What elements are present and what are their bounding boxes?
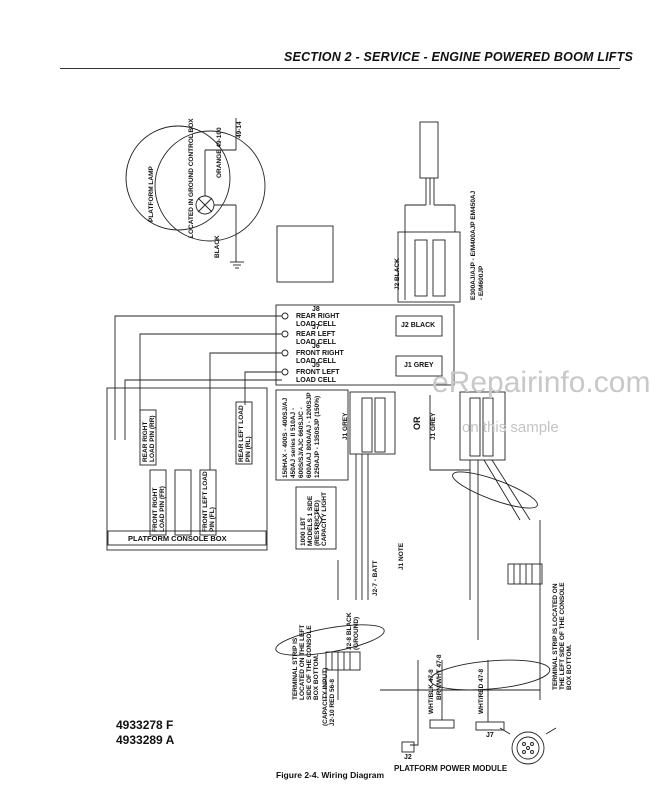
part-number-1: 4933278 F: [116, 718, 174, 732]
j1-grey-a: J1 GREY: [342, 412, 349, 440]
wiring-diagram: [106, 118, 557, 765]
figure-caption: Figure 2-4. Wiring Diagram: [276, 770, 385, 780]
j5-desc: FRONT LEFT LOAD CELL: [296, 369, 340, 384]
front-right-load-pin: FRONT RIGHT LOAD PIN (FR): [152, 486, 166, 532]
brn-wht-label: BRN/WHT 47-8: [436, 654, 443, 700]
orange-wire-label: ORANGE 49-100: [216, 127, 223, 178]
front-left-load-pin: FRONT LEFT LOAD PIN (FL): [202, 471, 216, 532]
model-note-a: 150HAX - 400S - 400SJ/AJ 450AJ series II…: [282, 392, 321, 478]
j2-black-vertical: J2 BLACK: [394, 258, 401, 290]
j6-label: J6: [312, 343, 320, 350]
wht-blk-label: WHT/BLK 47-8: [428, 669, 435, 714]
j8-desc: REAR RIGHT LOAD CELL: [296, 313, 340, 328]
or-label: OR: [412, 416, 422, 431]
j2-plug-label: J2: [404, 754, 412, 761]
j7-desc: REAR LEFT LOAD CELL: [296, 331, 337, 346]
j1-grey-b: J1 GREY: [430, 412, 437, 440]
j7-plug-label: J7: [486, 732, 494, 739]
capacity-light-label: 1000 LBT MODELS 1 SIDE (RESTRICTED) CAPA…: [300, 492, 328, 546]
wht-red-label: WHT/RED 47-8: [478, 668, 485, 714]
rear-left-load-pin: REAR LEFT LOAD PIN (RL): [238, 405, 252, 462]
terminal-strip-right-note: TERMINAL STRIP IS LOCATED ON THE LEFT SI…: [552, 582, 573, 690]
watermark-note: on this sample: [462, 419, 559, 436]
black-wire-label: BLACK: [214, 235, 221, 258]
ground-label: J2-8 BLACK (GROUND): [346, 612, 360, 650]
j7-label: J7: [312, 324, 320, 331]
j1-grey-box-label: J1 GREY: [404, 362, 434, 369]
platform-lamp-label: PLATFORM LAMP: [148, 166, 155, 222]
j8-label: J8: [312, 306, 320, 313]
j2-black-box-label: J2 BLACK: [401, 322, 436, 329]
terminal-strip-left-note: TERMINAL STRIP IS LOCATED ON THE LEFT SI…: [292, 624, 320, 700]
batt-label: J2-7 - BATT: [372, 560, 379, 596]
j6-desc: FRONT RIGHT LOAD CELL: [296, 350, 344, 365]
capacity-input-label: (CAPACITY INPUT) J2-10 RED 56-8: [322, 667, 336, 726]
watermark-site: eRepairinfo.com: [432, 366, 650, 399]
rear-right-load-pin: REAR RIGHT LOAD PIN (RR): [142, 415, 156, 462]
platform-console-box-label: PLATFORM CONSOLE BOX: [128, 534, 227, 543]
model-note-b: E300AJ/AJP - E/M400AJP EM450AJ - E/M600J…: [470, 190, 485, 300]
lamp-location-label: LOCATED IN GROUND CONTROL BOX: [188, 118, 195, 238]
lamp-code-label: 49-14: [236, 121, 243, 138]
j5-label: J5: [312, 362, 320, 369]
section-header: SECTION 2 - SERVICE - ENGINE POWERED BOO…: [284, 50, 634, 64]
platform-power-module-label: PLATFORM POWER MODULE: [394, 764, 508, 773]
part-numbers: 4933278 F 4933289 A: [116, 718, 174, 748]
header-rule: [60, 68, 620, 69]
part-number-2: 4933289 A: [116, 733, 175, 747]
j1-note-label: J1 NOTE: [398, 542, 405, 570]
